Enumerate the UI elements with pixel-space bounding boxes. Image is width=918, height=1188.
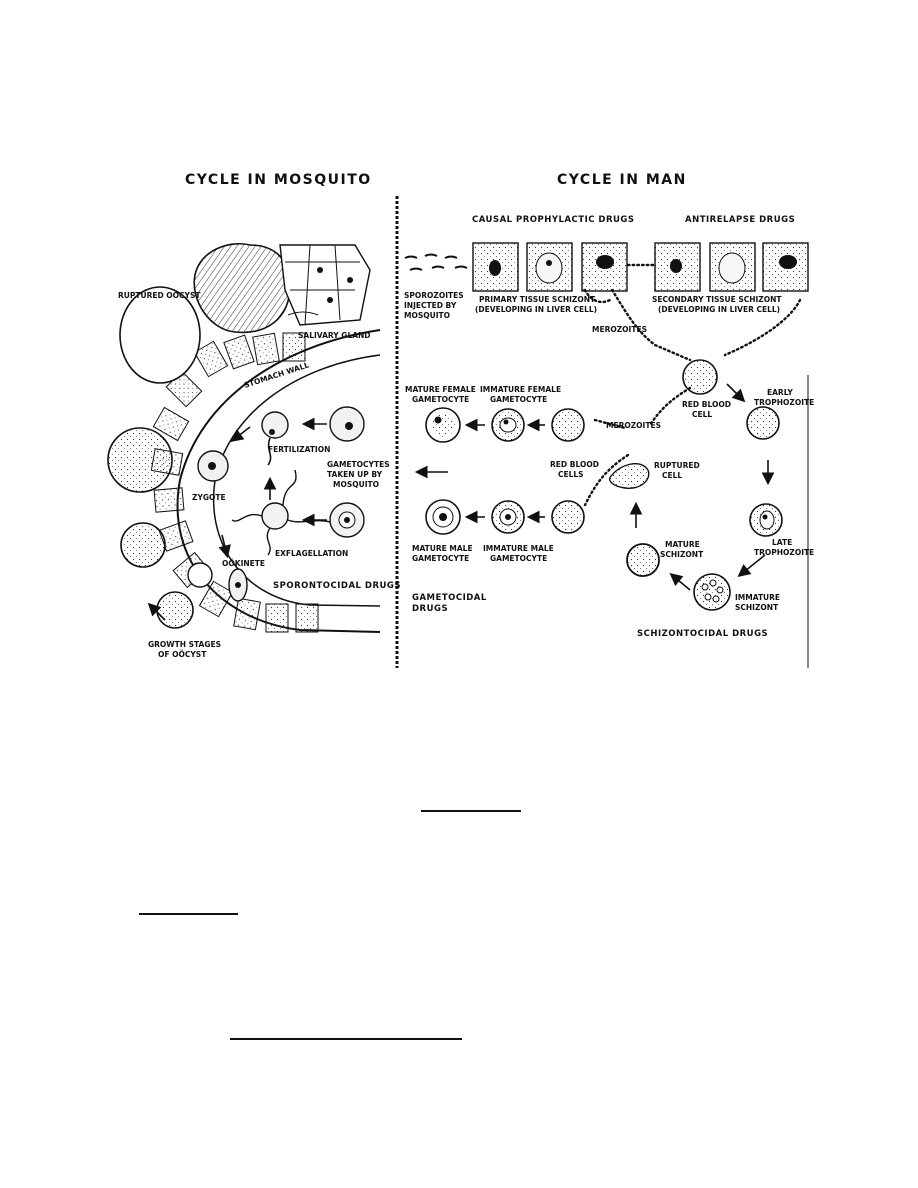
man-arrows xyxy=(414,383,775,591)
label-merozoites-blood: MEROZOITES xyxy=(606,421,661,430)
label-gametocidal-line1: GAMETOCIDAL xyxy=(412,593,487,603)
label-late-trophozoite-line2: TROPHOZOITE xyxy=(754,548,814,557)
label-red-blood-cell-line2: CELL xyxy=(692,410,712,419)
label-mature-schizont-line2: SCHIZONT xyxy=(660,550,704,559)
label-immature-male-line1: IMMATURE MALE xyxy=(483,544,554,553)
label-ruptured-cell-line1: RUPTURED xyxy=(654,461,700,470)
label-growth-stages-line2: OF OÖCYST xyxy=(158,650,207,659)
label-primary-developing: (DEVELOPING IN LIVER CELL) xyxy=(475,305,597,314)
erythrocytic-cells xyxy=(425,359,783,611)
label-red-blood-cells-line2: CELLS xyxy=(558,470,584,479)
label-immature-female-line1: IMMATURE FEMALE xyxy=(480,385,561,394)
sporozoite-stream xyxy=(404,253,468,271)
underline-rule-2 xyxy=(139,913,238,915)
header-cycle-in-man: CYCLE IN MAN xyxy=(557,172,687,188)
ruptured-oocyst-and-gland xyxy=(193,243,371,334)
label-growth-stages-line1: GROWTH STAGES xyxy=(148,640,221,649)
label-sporozoites-line1: SPOROZOITES xyxy=(404,291,464,300)
label-ruptured-oocyst: RUPTURED OÖCYST xyxy=(118,291,201,300)
label-mature-male-line2: GAMETOCYTE xyxy=(412,554,469,563)
label-late-trophozoite-line1: LATE xyxy=(772,538,792,547)
label-primary-tissue-schizont: PRIMARY TISSUE SCHIZONT xyxy=(479,295,596,304)
label-secondary-developing: (DEVELOPING IN LIVER CELL) xyxy=(658,305,780,314)
label-immature-male-line2: GAMETOCYTE xyxy=(490,554,547,563)
label-early-trophozoite-line2: TROPHOZOITE xyxy=(754,398,814,407)
label-mature-female-line1: MATURE FEMALE xyxy=(405,385,476,394)
stomach-wall-group xyxy=(150,329,381,633)
label-salivary-gland: SALIVARY GLAND xyxy=(298,331,371,340)
label-zygote: ZYGOTE xyxy=(192,493,226,502)
label-mature-schizont-line1: MATURE xyxy=(665,540,700,549)
label-ookinete: OÖKINETE xyxy=(222,559,265,568)
merozoite-paths xyxy=(583,263,802,507)
label-mature-male-line1: MATURE MALE xyxy=(412,544,473,553)
label-sporozoites-line3: MOSQUITO xyxy=(404,311,450,320)
label-early-trophozoite-line1: EARLY xyxy=(767,388,793,397)
label-gametocytes-line1: GAMETOCYTES xyxy=(327,460,390,469)
label-red-blood-cell-line1: RED BLOOD xyxy=(682,400,731,409)
label-exflagellation: EXFLAGELLATION xyxy=(275,549,348,558)
underline-rule-3 xyxy=(230,1038,462,1040)
label-immature-schizont-line2: SCHIZONT xyxy=(735,603,779,612)
header-cycle-in-mosquito: CYCLE IN MOSQUITO xyxy=(185,172,372,188)
label-schizontocidal-drugs: SCHIZONTOCIDAL DRUGS xyxy=(637,629,768,639)
oocysts-group xyxy=(107,286,213,629)
label-gametocytes-line3: MOSQUITO xyxy=(333,480,379,489)
label-causal-prophylactic-drugs: CAUSAL PROPHYLACTIC DRUGS xyxy=(472,215,635,225)
label-merozoites-liver: MEROZOITES xyxy=(592,325,647,334)
label-red-blood-cells-line1: RED BLOOD xyxy=(550,460,599,469)
underline-rule-1 xyxy=(421,810,521,812)
label-fertilization: FERTILIZATION xyxy=(268,445,330,454)
label-immature-schizont-line1: IMMATURE xyxy=(735,593,780,602)
label-immature-female-line2: GAMETOCYTE xyxy=(490,395,547,404)
liver-cells xyxy=(472,242,809,292)
mosquito-arrows xyxy=(147,417,327,621)
label-sporontocidal-drugs: SPORONTOCIDAL DRUGS xyxy=(273,581,401,591)
label-mature-female-line2: GAMETOCYTE xyxy=(412,395,469,404)
label-gametocidal-line2: DRUGS xyxy=(412,604,448,614)
label-ruptured-cell-line2: CELL xyxy=(662,471,682,480)
label-secondary-tissue-schizont: SECONDARY TISSUE SCHIZONT xyxy=(652,295,782,304)
label-gametocytes-line2: TAKEN UP BY xyxy=(327,470,383,479)
mosquito-gametocytes xyxy=(197,406,365,602)
label-sporozoites-line2: INJECTED BY xyxy=(404,301,457,310)
label-antirelapse-drugs: ANTIRELAPSE DRUGS xyxy=(685,215,795,225)
